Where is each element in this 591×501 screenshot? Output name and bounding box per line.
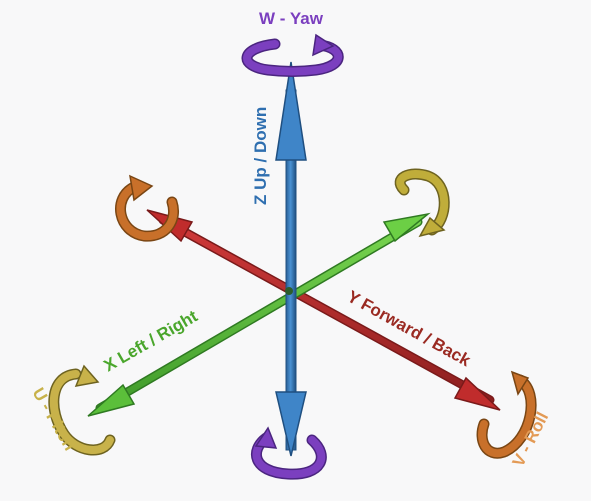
roll-rotation-arrow-icon [476, 370, 537, 459]
x-axis-arrowhead-left [87, 383, 136, 417]
z-axis-arrowhead-down [275, 391, 307, 457]
z-axis-label: Z Up / Down [251, 107, 270, 205]
pitch-rotation-arrow-icon [48, 364, 116, 456]
y-axis-arrowhead-forward [453, 376, 501, 411]
origin-point [285, 287, 293, 295]
yaw-label: W - Yaw [259, 9, 324, 28]
yaw-rotation-arrow-icon-bottom [251, 426, 327, 480]
x-axis-arrowhead-right [382, 212, 431, 243]
rotation-arrow-icon-upper-right [394, 168, 450, 238]
z-axis-arrow [275, 61, 307, 457]
yaw-rotation-arrow-icon [241, 33, 344, 77]
x-axis-arrow [87, 212, 431, 417]
rotation-arrow-icon-upper-left [115, 174, 179, 242]
z-axis-arrowhead-up [275, 61, 307, 161]
